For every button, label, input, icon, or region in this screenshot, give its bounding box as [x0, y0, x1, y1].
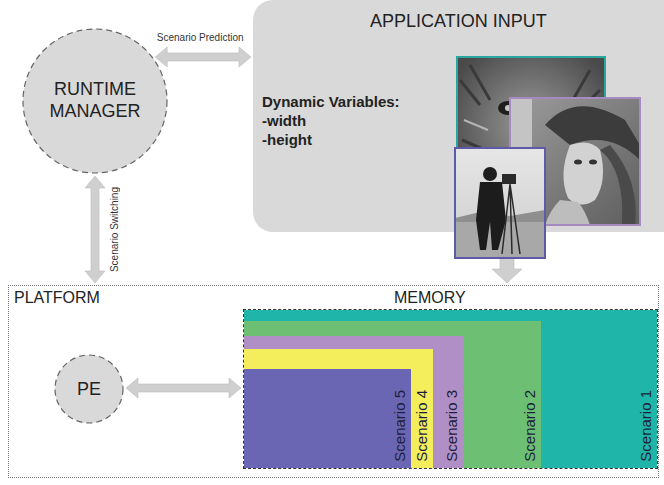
- platform-region: PLATFORM PE MEMORY Scenario 1 Scenario 2 Scen…: [8, 285, 659, 478]
- scenario-label: Scenario 5: [392, 390, 409, 462]
- platform-label: PLATFORM: [14, 289, 100, 307]
- circle-shape: [55, 355, 123, 423]
- circle-shape: [23, 29, 167, 173]
- edge-label-holder: Scenario Prediction: [157, 32, 244, 43]
- scenario-label: Scenario 3: [444, 390, 461, 462]
- manager-circle: RUNTIME MANAGER: [22, 28, 168, 174]
- pe-label: PE: [77, 379, 101, 400]
- manager-label: RUNTIME MANAGER: [35, 79, 155, 122]
- edge-label-holder: Scenario Switching: [109, 187, 120, 272]
- cameraman-image: [455, 148, 545, 258]
- memory-box: MEMORYScenario 1Scenario 2Scenario 3Scen…: [243, 309, 658, 469]
- memory-label: MEMORY: [394, 289, 466, 307]
- variables-heading: Dynamic Variables:: [262, 92, 400, 111]
- scenario-label: Scenario 4: [414, 390, 431, 462]
- variable-item: -height: [262, 130, 312, 149]
- scenario-area: Scenario 5: [244, 369, 411, 468]
- scenario-label: Scenario 1: [638, 390, 655, 462]
- wide-arrow: [85, 176, 105, 283]
- pe-circle: PE: [54, 354, 124, 424]
- scenario-label: Scenario 2: [522, 390, 539, 462]
- edge-label: Scenario Prediction: [157, 32, 244, 43]
- panel-title: APPLICATION INPUT: [370, 0, 547, 32]
- variable-item: -width: [262, 111, 306, 130]
- edge-label: Scenario Switching: [109, 187, 120, 272]
- wide-arrow: [155, 47, 251, 67]
- wide-arrow: [126, 378, 241, 398]
- input-images: [450, 50, 650, 265]
